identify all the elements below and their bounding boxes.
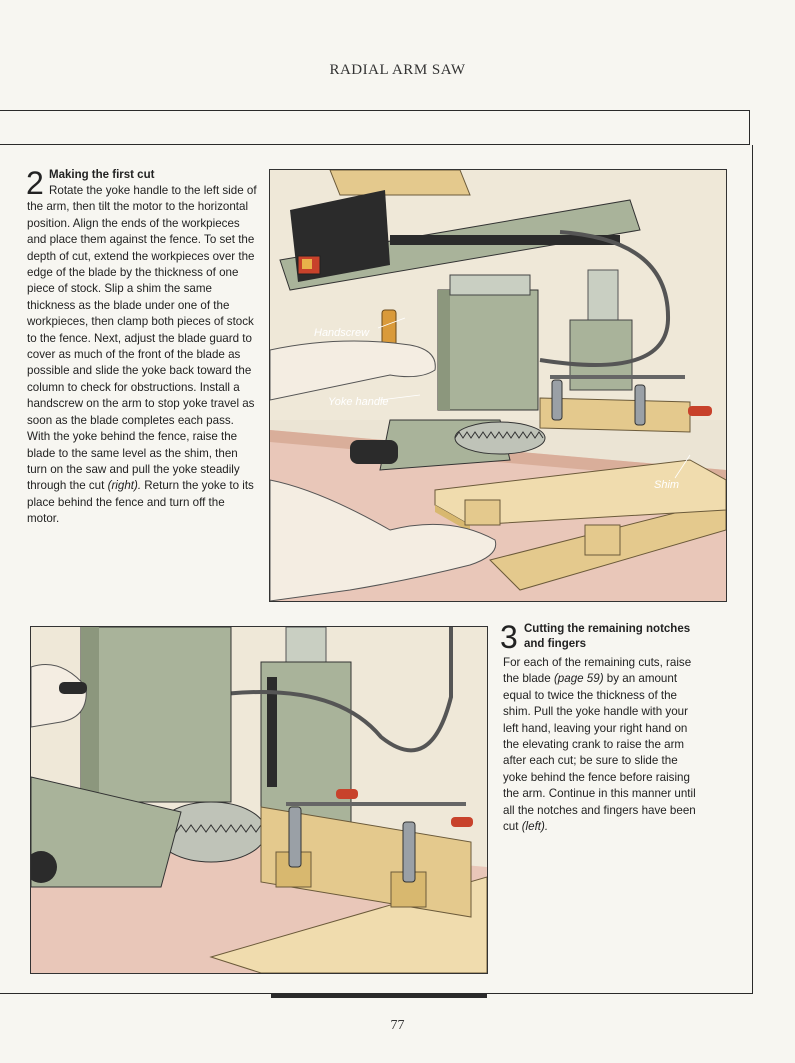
- running-header: RADIAL ARM SAW: [329, 62, 466, 78]
- step-3-body: For each of the remaining cuts, raise th…: [503, 655, 698, 835]
- right-border: [752, 145, 753, 994]
- illustration-first-cut: Handscrew Yoke handle Shim: [269, 169, 727, 602]
- right-rule: [749, 110, 750, 145]
- label-handscrew: Handscrew: [314, 327, 370, 339]
- step-3-number: 3: [500, 619, 518, 655]
- step-2-text-end: Return the yoke to its place behind the …: [27, 479, 254, 526]
- page-number: 77: [390, 1018, 405, 1033]
- step-3-page-ref: (page 59): [553, 672, 604, 686]
- top-rule: [0, 110, 750, 111]
- step-2-body: Rotate the yoke handle to the left side …: [27, 183, 259, 528]
- step-2-text: Rotate the yoke handle to the left side …: [27, 184, 257, 493]
- label-yoke-handle: Yoke handle: [328, 396, 389, 408]
- step-3-text: For each of the remaining cuts, raise th…: [503, 656, 692, 686]
- step-3-title-line-2: and fingers: [524, 638, 586, 650]
- illustration-remaining-notches: [30, 626, 488, 974]
- step-2-title: Making the first cut: [49, 169, 155, 181]
- step-3-text-cont: by an amount equal to twice the thicknes…: [503, 672, 696, 834]
- step-3-title: Cutting the remaining notches and finger…: [524, 622, 690, 652]
- step-3-ref: (left).: [521, 820, 549, 834]
- bottom-rule: [0, 993, 753, 994]
- step-2-ref: (right).: [107, 479, 142, 493]
- notch-cutting-drawing: [31, 627, 487, 973]
- step-2-number: 2: [26, 165, 44, 201]
- label-shim: Shim: [654, 479, 679, 491]
- bottom-bar: [271, 994, 487, 998]
- radial-arm-saw-drawing: Handscrew Yoke handle Shim: [270, 170, 726, 601]
- top-rule-lower: [0, 144, 750, 145]
- step-3-title-line-1: Cutting the remaining notches: [524, 623, 691, 635]
